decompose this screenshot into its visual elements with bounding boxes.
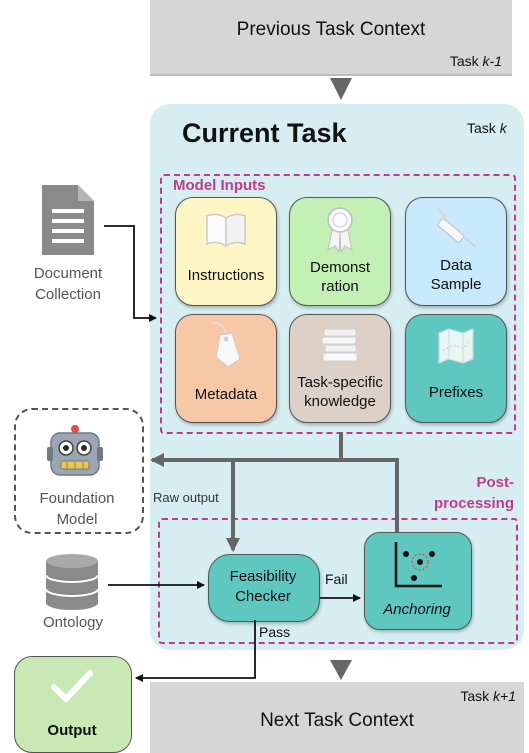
next-task-context-box: Next Task Context Task k+1 [150, 682, 524, 753]
syringe-icon [437, 208, 476, 247]
previous-task-context-title: Previous Task Context [236, 19, 426, 40]
map-icon [438, 328, 474, 364]
feasibility-checker-box [208, 554, 320, 622]
previous-task-index: k-1 [482, 53, 502, 69]
post-processing-label: Post- processing [433, 474, 514, 512]
previous-task-context-box: Previous Task Context Task k-1 [150, 0, 512, 76]
next-task-index: k+1 [493, 688, 516, 704]
demonstration-tile: Demonst ration [289, 197, 391, 306]
current-task-title: Current Task [182, 118, 347, 148]
pass-label: Pass [259, 624, 291, 640]
next-task-prefix: Task [460, 688, 494, 704]
robot-icon [47, 425, 103, 476]
document-collection-label: Document Collection [33, 265, 103, 303]
books-icon [321, 328, 358, 362]
output-label: Output [47, 722, 97, 739]
post-processing-box [158, 518, 518, 644]
ontology-label: Ontology [42, 614, 104, 631]
award-ribbon-icon [327, 207, 353, 252]
database-icon [45, 554, 99, 610]
next-task-label: Task k+1 [460, 688, 516, 704]
scatter-plot-icon [394, 542, 442, 588]
task-specific-knowledge-tile: Task-specific knowledge [289, 314, 391, 423]
instructions-label: Instructions [187, 267, 265, 284]
metadata-tile: Metadata [175, 314, 277, 423]
prefixes-tile: Prefixes [405, 314, 507, 423]
foundation-model-box [14, 408, 144, 534]
prefixes-label: Prefixes [428, 384, 484, 401]
current-task-label: Task k [467, 120, 507, 136]
arrow-current-to-next [330, 660, 352, 680]
checkmark-icon [51, 670, 93, 702]
data-sample-tile: Data Sample [405, 197, 507, 306]
tag-icon [211, 321, 241, 368]
raw-output-label: Raw output [153, 490, 219, 505]
arrow-previous-to-current [330, 78, 352, 100]
current-task-prefix: Task [467, 120, 500, 136]
book-icon [206, 213, 246, 248]
output-box [14, 656, 132, 753]
previous-task-prefix: Task [449, 53, 483, 69]
model-inputs-label: Model Inputs [173, 177, 266, 194]
metadata-label: Metadata [194, 386, 258, 403]
demonstration-label: Demonst ration [309, 259, 371, 295]
next-task-context-title: Next Task Context [260, 710, 414, 731]
previous-task-label: Task k-1 [450, 53, 502, 69]
instructions-tile: Instructions [175, 197, 277, 306]
task-specific-knowledge-label: Task-specific knowledge [297, 374, 383, 410]
feasibility-checker-label: Feasibility Checker [229, 568, 297, 605]
anchoring-box [364, 532, 472, 630]
document-icon [42, 185, 94, 255]
data-sample-label: Data Sample [430, 257, 482, 293]
foundation-model-label: Foundation Model [39, 490, 115, 528]
current-task-index: k [499, 120, 507, 136]
fail-label: Fail [325, 571, 348, 587]
anchoring-label: Anchoring [383, 601, 451, 618]
